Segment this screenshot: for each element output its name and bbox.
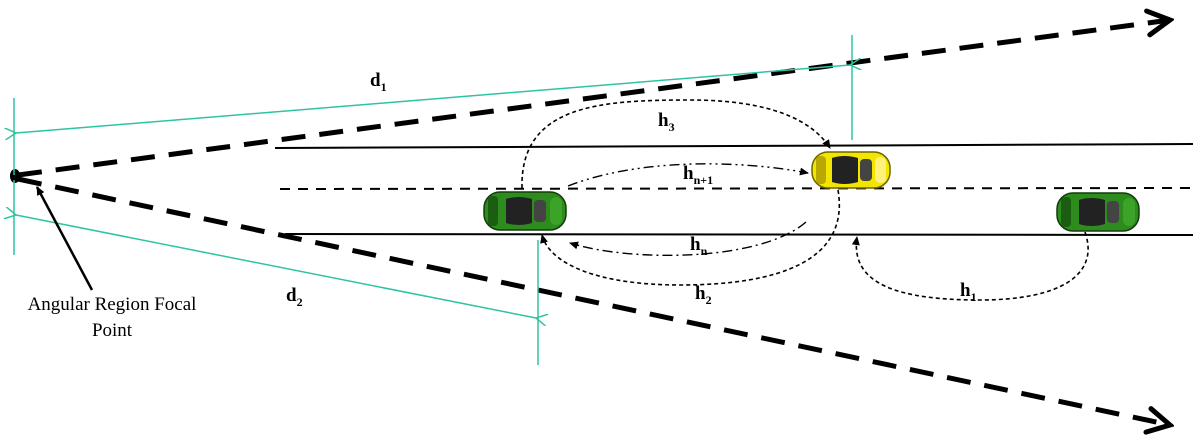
label-hn1-main: h xyxy=(683,163,694,184)
road-top-edge xyxy=(274,143,1193,149)
hop-hn1-arc xyxy=(567,163,809,187)
hop-hn-arc xyxy=(569,221,807,256)
label-d1-main: d xyxy=(370,70,381,91)
hop-h2-arc xyxy=(540,189,841,286)
green-car-right xyxy=(1056,192,1140,232)
focal-point xyxy=(10,169,20,183)
road-center-dashed xyxy=(279,187,1193,190)
road-bottom-edge xyxy=(284,233,1193,236)
label-h2: h2 xyxy=(695,283,712,307)
label-d2: d2 xyxy=(286,285,303,309)
label-h3-sub: 3 xyxy=(669,120,675,134)
label-d1: d1 xyxy=(370,70,387,94)
label-hn: hn xyxy=(690,234,708,258)
label-d1-sub: 1 xyxy=(381,80,387,94)
label-hn1-sub: n+1 xyxy=(694,173,714,187)
label-h1-sub: 1 xyxy=(971,290,977,304)
hop-h3-arc xyxy=(521,99,831,189)
yellow-car xyxy=(811,151,891,189)
label-hn-main: h xyxy=(690,234,701,255)
focal-caption-line2: Point xyxy=(92,320,133,341)
label-hn-sub: n xyxy=(701,244,708,258)
d2-measure-line xyxy=(16,215,536,318)
label-h3-main: h xyxy=(658,110,669,131)
label-h1-main: h xyxy=(960,280,971,301)
label-h2-main: h xyxy=(695,283,706,304)
label-d2-main: d xyxy=(286,285,297,306)
label-h2-sub: 2 xyxy=(706,293,712,307)
focal-caption-line1: Angular Region Focal xyxy=(28,294,197,315)
distance-markers xyxy=(14,35,852,365)
green-car-left xyxy=(483,191,567,231)
label-d2-sub: 2 xyxy=(297,295,303,309)
hop-h1-arc xyxy=(851,231,1089,301)
label-h3: h3 xyxy=(658,110,675,134)
focal-pointer-arrow xyxy=(35,186,94,291)
label-hn1: hn+1 xyxy=(683,163,713,187)
angular-boundary-upper xyxy=(17,20,1170,178)
label-h1: h1 xyxy=(960,280,977,304)
d1-measure-line xyxy=(16,65,850,133)
